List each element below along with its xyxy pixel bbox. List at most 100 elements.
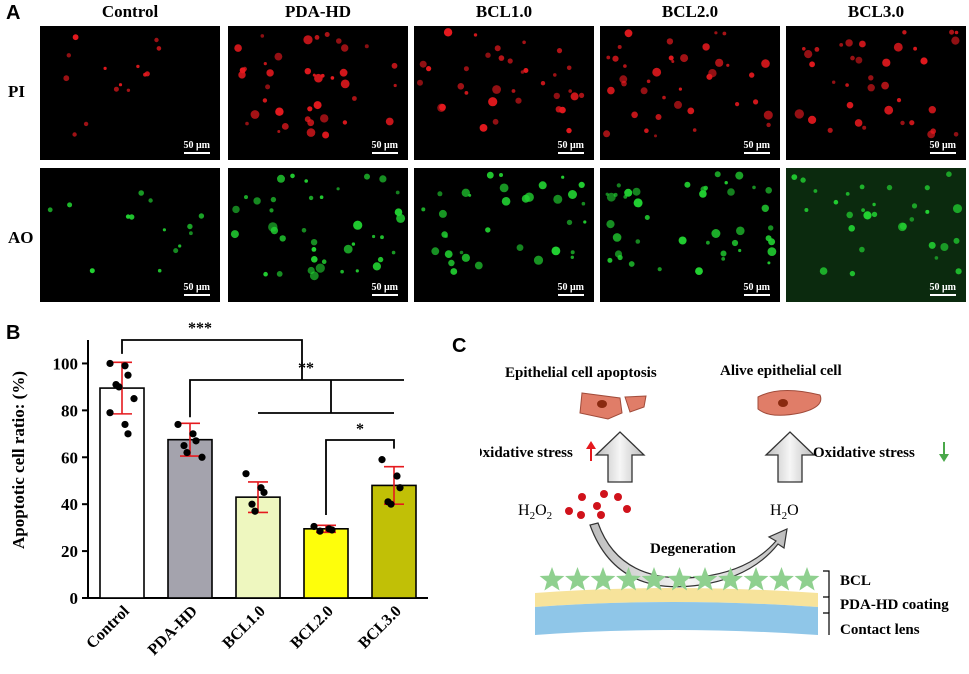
cell-dot	[464, 91, 469, 95]
cell-dot	[749, 72, 755, 78]
cell-dot	[566, 65, 572, 71]
cell-dot	[652, 67, 662, 77]
data-point	[183, 448, 191, 457]
cell-dot	[954, 30, 959, 35]
y-tick-label: 0	[70, 589, 79, 608]
cell-dot	[854, 119, 863, 127]
column-header-2: BCL1.0	[475, 2, 533, 21]
cell-dot	[154, 37, 159, 43]
cell-dot	[448, 259, 455, 267]
cell-dot	[736, 226, 745, 236]
cell-dot	[501, 197, 511, 206]
cell-dot	[633, 198, 643, 208]
bar-1	[167, 438, 213, 599]
scale-bar: 50 μm	[557, 140, 584, 154]
cell-dot	[726, 63, 730, 67]
sig-label-triple: ***	[188, 320, 212, 337]
cell-dot	[666, 38, 674, 45]
cell-dot	[443, 28, 453, 37]
cell-dot	[118, 83, 123, 87]
cell-dot	[668, 55, 674, 61]
cell-dot	[859, 184, 865, 190]
cell-dot	[173, 248, 179, 254]
cell-dot	[239, 67, 246, 74]
cell-dot	[624, 29, 633, 38]
cell-dot	[568, 89, 572, 93]
bracket-bcl	[823, 570, 830, 597]
cell-dot	[340, 269, 344, 274]
data-point	[248, 500, 256, 508]
cell-dot	[419, 60, 427, 68]
cell-dot	[768, 238, 776, 246]
cell-dot	[266, 69, 274, 77]
h2o2-dot	[623, 505, 631, 513]
h2o2-dot	[565, 507, 573, 515]
cell-dot	[67, 202, 73, 208]
stress-up-label: Oxidative stress	[480, 445, 573, 461]
cell-dot	[695, 267, 703, 275]
cell-dot	[250, 110, 260, 119]
cell-dot	[738, 248, 742, 253]
bracket-double-star-top	[189, 379, 404, 418]
cell-dot	[538, 181, 547, 190]
cell-dot	[839, 43, 844, 47]
cell-dot	[450, 268, 458, 275]
cell-dot	[138, 190, 144, 196]
cell-dot	[899, 222, 907, 230]
cell-dot	[700, 186, 707, 193]
bcl-stars	[539, 567, 820, 591]
cell-dot	[635, 239, 641, 244]
cell-dot	[612, 55, 619, 62]
data-point	[378, 456, 386, 464]
cell-dot	[474, 261, 483, 270]
cell-dot	[678, 87, 682, 91]
cell-dot	[882, 58, 891, 67]
scale-bar-label: 50 μm	[557, 282, 585, 293]
cell-dot	[607, 257, 613, 263]
scale-bar-label: 50 μm	[929, 282, 957, 293]
micrograph-cells	[605, 171, 777, 275]
cell-dot	[431, 247, 440, 256]
cell-dot	[928, 106, 936, 114]
cell-dot	[320, 114, 329, 123]
cell-dot	[606, 192, 616, 202]
cell-dot	[761, 204, 769, 212]
cell-dot	[607, 86, 615, 95]
h2o2-dot	[577, 511, 585, 519]
cell-dot	[281, 123, 289, 130]
cell-dot	[614, 250, 623, 258]
cell-dot	[372, 234, 376, 239]
cell-dot	[711, 229, 721, 238]
data-point	[396, 484, 404, 492]
cell-dot	[417, 79, 423, 86]
cell-dot	[623, 195, 628, 199]
data-point	[393, 472, 401, 480]
cell-dot	[579, 92, 585, 98]
cell-dot	[523, 68, 529, 73]
arrow-up-right	[764, 431, 816, 483]
cell-dot	[459, 250, 464, 255]
cell-dot	[731, 239, 739, 247]
cell-dot	[727, 188, 735, 196]
cell-dot	[314, 73, 323, 83]
scale-bar: 50 μm	[371, 140, 398, 154]
cell-dot	[492, 85, 501, 94]
cell-dot	[814, 47, 820, 52]
data-point	[124, 430, 132, 438]
cell-dot	[391, 62, 398, 69]
panel-a-letter: A	[6, 2, 21, 24]
apoptotic-cell-icon	[579, 392, 647, 420]
cell-dot	[951, 36, 960, 45]
data-point	[192, 437, 200, 445]
cell-dot	[724, 181, 728, 185]
cell-dot	[385, 117, 394, 126]
layer-label-lens: Contact lens	[840, 622, 920, 638]
data-point	[106, 359, 114, 368]
cell-dot	[925, 209, 930, 214]
cell-dot	[520, 70, 525, 74]
cell-dot	[845, 192, 850, 196]
cell-dot	[245, 121, 249, 126]
micrograph-pi-bcl10: 50 μm	[414, 26, 594, 160]
cell-dot	[893, 42, 903, 52]
cell-dot	[63, 75, 70, 82]
